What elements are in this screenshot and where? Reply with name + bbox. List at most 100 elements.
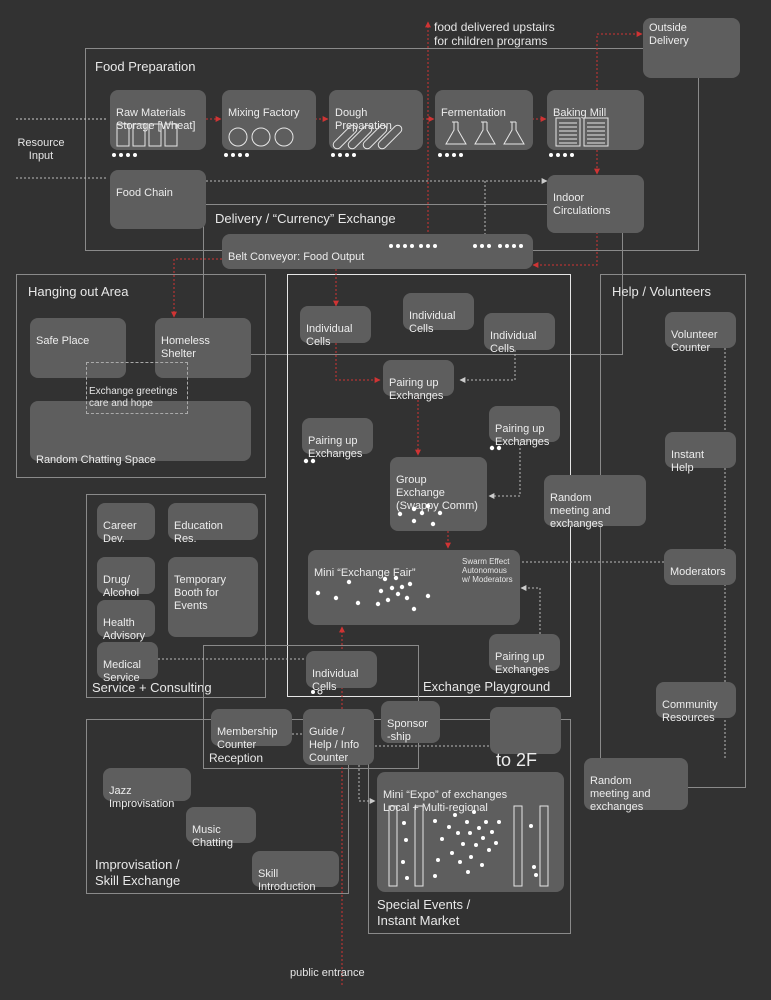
pairing-up-node-2[interactable]: Pairing up Exchanges bbox=[302, 418, 373, 460]
community-resources-label: Community Resources bbox=[662, 699, 718, 724]
guide-info-counter-label: Guide / Help / Info Counter bbox=[309, 726, 360, 764]
health-advisory-node[interactable]: Health Advisory bbox=[97, 600, 155, 642]
oven-icon bbox=[555, 117, 581, 147]
drug-alcohol-node[interactable]: Drug/ Alcohol bbox=[97, 557, 155, 599]
instant-help-label: Instant Help bbox=[671, 449, 705, 474]
instant-help-node[interactable]: Instant Help bbox=[665, 432, 736, 474]
education-res-node[interactable]: Education Res. bbox=[168, 503, 258, 545]
zone-title-service-consulting: Service + Consulting bbox=[92, 680, 212, 695]
drug-alcohol-label: Drug/ Alcohol bbox=[103, 574, 140, 599]
silo-icon bbox=[164, 123, 178, 147]
group-exchange-node[interactable]: Group Exchange (Swappy Comm) bbox=[390, 457, 487, 531]
dough-preparation-node[interactable]: Dough Preparation bbox=[329, 90, 423, 150]
group-exchange-label: Group Exchange (Swappy Comm) bbox=[396, 474, 478, 512]
belt-conveyor-node[interactable]: Belt Conveyor: Food Output bbox=[222, 234, 533, 269]
mixing-factory-label: Mixing Factory bbox=[228, 107, 300, 119]
booth-icon bbox=[539, 805, 549, 887]
indoor-circulations-node[interactable]: Indoor Circulations bbox=[547, 175, 644, 233]
pairing-up-label: Pairing up Exchanges bbox=[389, 377, 444, 402]
zone-title-delivery-exchange: Delivery / “Currency” Exchange bbox=[215, 211, 396, 226]
zone-title-reception: Reception bbox=[209, 751, 264, 765]
sponsorship-node[interactable]: Sponsor -ship bbox=[381, 701, 440, 743]
baking-mill-label: Baking Mill bbox=[553, 107, 607, 119]
silo-icon bbox=[132, 123, 146, 147]
pairing-up-label: Pairing up Exchanges bbox=[495, 651, 550, 676]
zone-title-help-volunteers: Help / Volunteers bbox=[612, 284, 712, 299]
random-chatting-node[interactable]: Random Chatting Space bbox=[30, 401, 251, 466]
random-chatting-label: Random Chatting Space bbox=[36, 454, 156, 466]
fermentation-label: Fermentation bbox=[441, 107, 506, 119]
temporary-booth-node[interactable]: Temporary Booth for Events bbox=[168, 557, 258, 637]
health-advisory-label: Health Advisory bbox=[103, 617, 146, 642]
fermentation-node[interactable]: Fermentation bbox=[435, 90, 533, 150]
booth-icon bbox=[388, 805, 398, 887]
pairing-up-node-4[interactable]: Pairing up Exchanges bbox=[489, 634, 560, 676]
jazz-improvisation-node[interactable]: Jazz Improvisation bbox=[103, 768, 191, 810]
food-chain-node[interactable]: Food Chain bbox=[110, 170, 206, 229]
random-meeting-label: Random meeting and exchanges bbox=[550, 492, 611, 530]
dough-roll-icon bbox=[362, 124, 388, 150]
outside-delivery-node[interactable]: Outside Delivery bbox=[643, 18, 740, 78]
zone-service-consulting bbox=[86, 494, 266, 698]
membership-counter-node[interactable]: Membership Counter bbox=[211, 709, 292, 751]
individual-cells-label: Individual Cells bbox=[409, 310, 456, 335]
individual-cells-node-3[interactable]: Individual Cells bbox=[484, 313, 555, 355]
jazz-improvisation-label: Jazz Improvisation bbox=[109, 785, 175, 810]
safe-place-node[interactable]: Safe Place bbox=[30, 318, 126, 378]
baking-mill-node[interactable]: Baking Mill bbox=[547, 90, 644, 150]
individual-cells-label: Individual Cells bbox=[306, 323, 353, 348]
membership-counter-label: Membership Counter bbox=[217, 726, 278, 751]
career-dev-label: Career Dev. bbox=[103, 520, 137, 545]
medical-service-node[interactable]: Medical Service bbox=[97, 642, 158, 684]
music-chatting-label: Music Chatting bbox=[192, 824, 233, 849]
pairing-up-label: Pairing up Exchanges bbox=[308, 435, 363, 460]
zone-title-hanging-out: Hanging out Area bbox=[28, 284, 129, 299]
mixing-bowl-icon bbox=[251, 127, 271, 147]
pairing-up-node-1[interactable]: Pairing up Exchanges bbox=[383, 360, 454, 402]
dough-roll-icon bbox=[347, 124, 373, 150]
education-res-label: Education Res. bbox=[174, 520, 223, 545]
mixing-bowl-icon bbox=[274, 127, 294, 147]
pairing-up-node-3[interactable]: Pairing up Exchanges bbox=[489, 406, 560, 448]
guide-info-counter-node[interactable]: Guide / Help / Info Counter bbox=[303, 709, 374, 765]
individual-cells-node-1[interactable]: Individual Cells bbox=[300, 306, 371, 348]
individual-cells-label: Individual Cells bbox=[312, 668, 359, 693]
zone-title-exchange-playground: Exchange Playground bbox=[423, 679, 551, 694]
moderators-node[interactable]: Moderators bbox=[664, 549, 736, 585]
random-meeting-node-1[interactable]: Random meeting and exchanges bbox=[544, 475, 646, 530]
zone-delivery-exchange bbox=[203, 204, 623, 355]
homeless-shelter-label: Homeless Shelter bbox=[161, 335, 210, 360]
zone-title-improvisation: Improvisation / Skill Exchange bbox=[95, 857, 181, 888]
music-chatting-node[interactable]: Music Chatting bbox=[186, 807, 256, 849]
random-meeting-node-2[interactable]: Random meeting and exchanges bbox=[584, 758, 688, 813]
flask-icon bbox=[503, 121, 525, 145]
moderators-label: Moderators bbox=[670, 566, 726, 578]
dough-roll-icon bbox=[332, 124, 358, 150]
mixing-bowl-icon bbox=[228, 127, 248, 147]
mini-expo-node[interactable]: Mini “Expo” of exchanges Local + Multi-r… bbox=[377, 772, 564, 892]
raw-materials-node[interactable]: Raw Materials Storage [Wheat] bbox=[110, 90, 206, 150]
mini-exchange-fair-node[interactable]: Mini “Exchange Fair” bbox=[308, 550, 520, 625]
community-resources-node[interactable]: Community Resources bbox=[656, 682, 736, 724]
random-meeting-label: Random meeting and exchanges bbox=[590, 775, 651, 813]
oven-icon bbox=[583, 117, 609, 147]
career-dev-node[interactable]: Career Dev. bbox=[97, 503, 155, 545]
to-2f-label: to 2F bbox=[496, 750, 538, 770]
exchange-greetings-label: Exchange greetings care and hope bbox=[89, 386, 178, 409]
zone-hanging-out bbox=[16, 274, 266, 478]
mini-expo-label: Mini “Expo” of exchanges Local + Multi-r… bbox=[383, 789, 508, 814]
homeless-shelter-node[interactable]: Homeless Shelter bbox=[155, 318, 251, 378]
skill-introduction-node[interactable]: Skill Introduction bbox=[252, 851, 339, 893]
zone-title-food-preparation: Food Preparation bbox=[95, 59, 196, 74]
to-2f-node[interactable]: to 2F bbox=[490, 707, 561, 770]
booth-icon bbox=[513, 805, 523, 887]
flask-icon bbox=[445, 121, 467, 145]
sponsorship-label: Sponsor -ship bbox=[387, 718, 428, 743]
dough-roll-icon bbox=[377, 124, 403, 150]
individual-cells-node-2[interactable]: Individual Cells bbox=[403, 293, 474, 335]
volunteer-counter-node[interactable]: Volunteer Counter bbox=[665, 312, 736, 354]
exchange-greetings-box bbox=[86, 362, 188, 414]
individual-cells-node-4[interactable]: Individual Cells bbox=[306, 651, 377, 693]
